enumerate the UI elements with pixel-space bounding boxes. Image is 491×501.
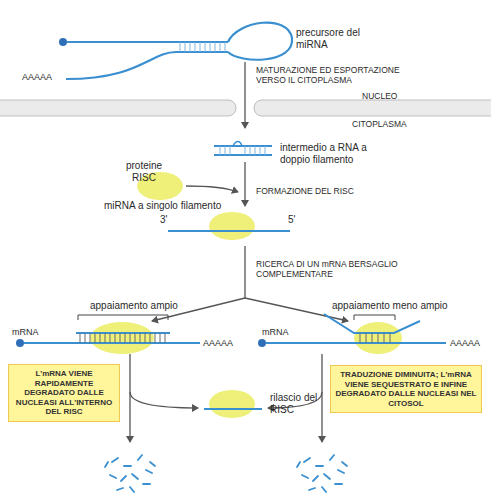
rna-fragments — [297, 455, 347, 492]
rna-strand — [67, 41, 228, 43]
outcome-box: TRADUZIONE DIMINUITA; L'mRNA VIENE SEQUE… — [330, 365, 482, 413]
bracket — [78, 315, 168, 320]
step-arrow — [244, 162, 245, 206]
mrna-strand — [24, 342, 200, 344]
text-label: miRNA a singolo filamento — [104, 200, 221, 212]
step-arrow — [244, 246, 245, 298]
step-arrow — [321, 354, 322, 442]
cap-dot — [16, 339, 24, 347]
text-label: AAAAA — [22, 72, 52, 82]
bulge — [233, 142, 242, 147]
outcome-text: L'mRNA VIENE RAPIDAMENTE DEGRADATO DALLE… — [12, 369, 116, 417]
nuclear-membrane — [254, 100, 491, 116]
mirna-strand — [204, 408, 262, 410]
text-label: appaiamento ampio — [90, 300, 178, 312]
text-label: CITOPLASMA — [352, 120, 407, 130]
mirna-strand — [324, 314, 420, 333]
mrna-strand — [266, 342, 446, 344]
text-label: NUCLEO — [362, 92, 397, 102]
text-label: precursore del miRNA — [296, 27, 360, 50]
rna-fragments — [105, 455, 155, 492]
release-arrow — [130, 392, 198, 408]
text-label: mRNA — [12, 327, 39, 337]
text-label: intermedio a RNA a doppio filamento — [280, 142, 380, 165]
text-label: 3' — [160, 214, 167, 226]
base-pairs — [180, 42, 225, 52]
ds-rna — [214, 146, 272, 155]
text-label: 5' — [288, 214, 295, 226]
base-pairs — [80, 333, 165, 343]
text-label: FORMAZIONE DEL RISC — [256, 187, 354, 197]
risc-complex — [354, 322, 402, 354]
hairpin-loop — [228, 23, 292, 60]
outcome-text: TRADUZIONE DIMINUITA; L'mRNA VIENE SEQUE… — [334, 370, 478, 408]
text-label: AAAAA — [450, 338, 480, 348]
step-arrow — [129, 354, 130, 442]
text-label: RICERCA DI UN mRNA BERSAGLIO COMPLEMENTA… — [256, 260, 406, 280]
bracket — [354, 315, 395, 320]
base-pairs — [220, 146, 265, 155]
cap-dot — [258, 339, 266, 347]
join-arrow — [186, 186, 238, 192]
text-label: proteine RISC — [114, 160, 174, 183]
rna-strand — [66, 52, 228, 79]
nuclear-membrane — [0, 100, 236, 116]
step-arrow — [244, 62, 245, 128]
text-label: rilascio del RISC — [270, 392, 320, 415]
mirna-strand — [168, 230, 290, 232]
base-pairs — [360, 333, 390, 343]
text-label: mRNA — [262, 327, 289, 337]
risc-complex — [209, 390, 255, 418]
risc-complex — [209, 212, 255, 240]
outcome-box: L'mRNA VIENE RAPIDAMENTE DEGRADATO DALLE… — [8, 364, 120, 422]
text-label: AAAAA — [203, 338, 233, 348]
cap-dot — [59, 38, 67, 46]
text-label: appaiamento meno ampio — [332, 300, 448, 312]
text-label: MATURAZIONE ED ESPORTAZIONE VERSO IL CIT… — [256, 66, 426, 86]
